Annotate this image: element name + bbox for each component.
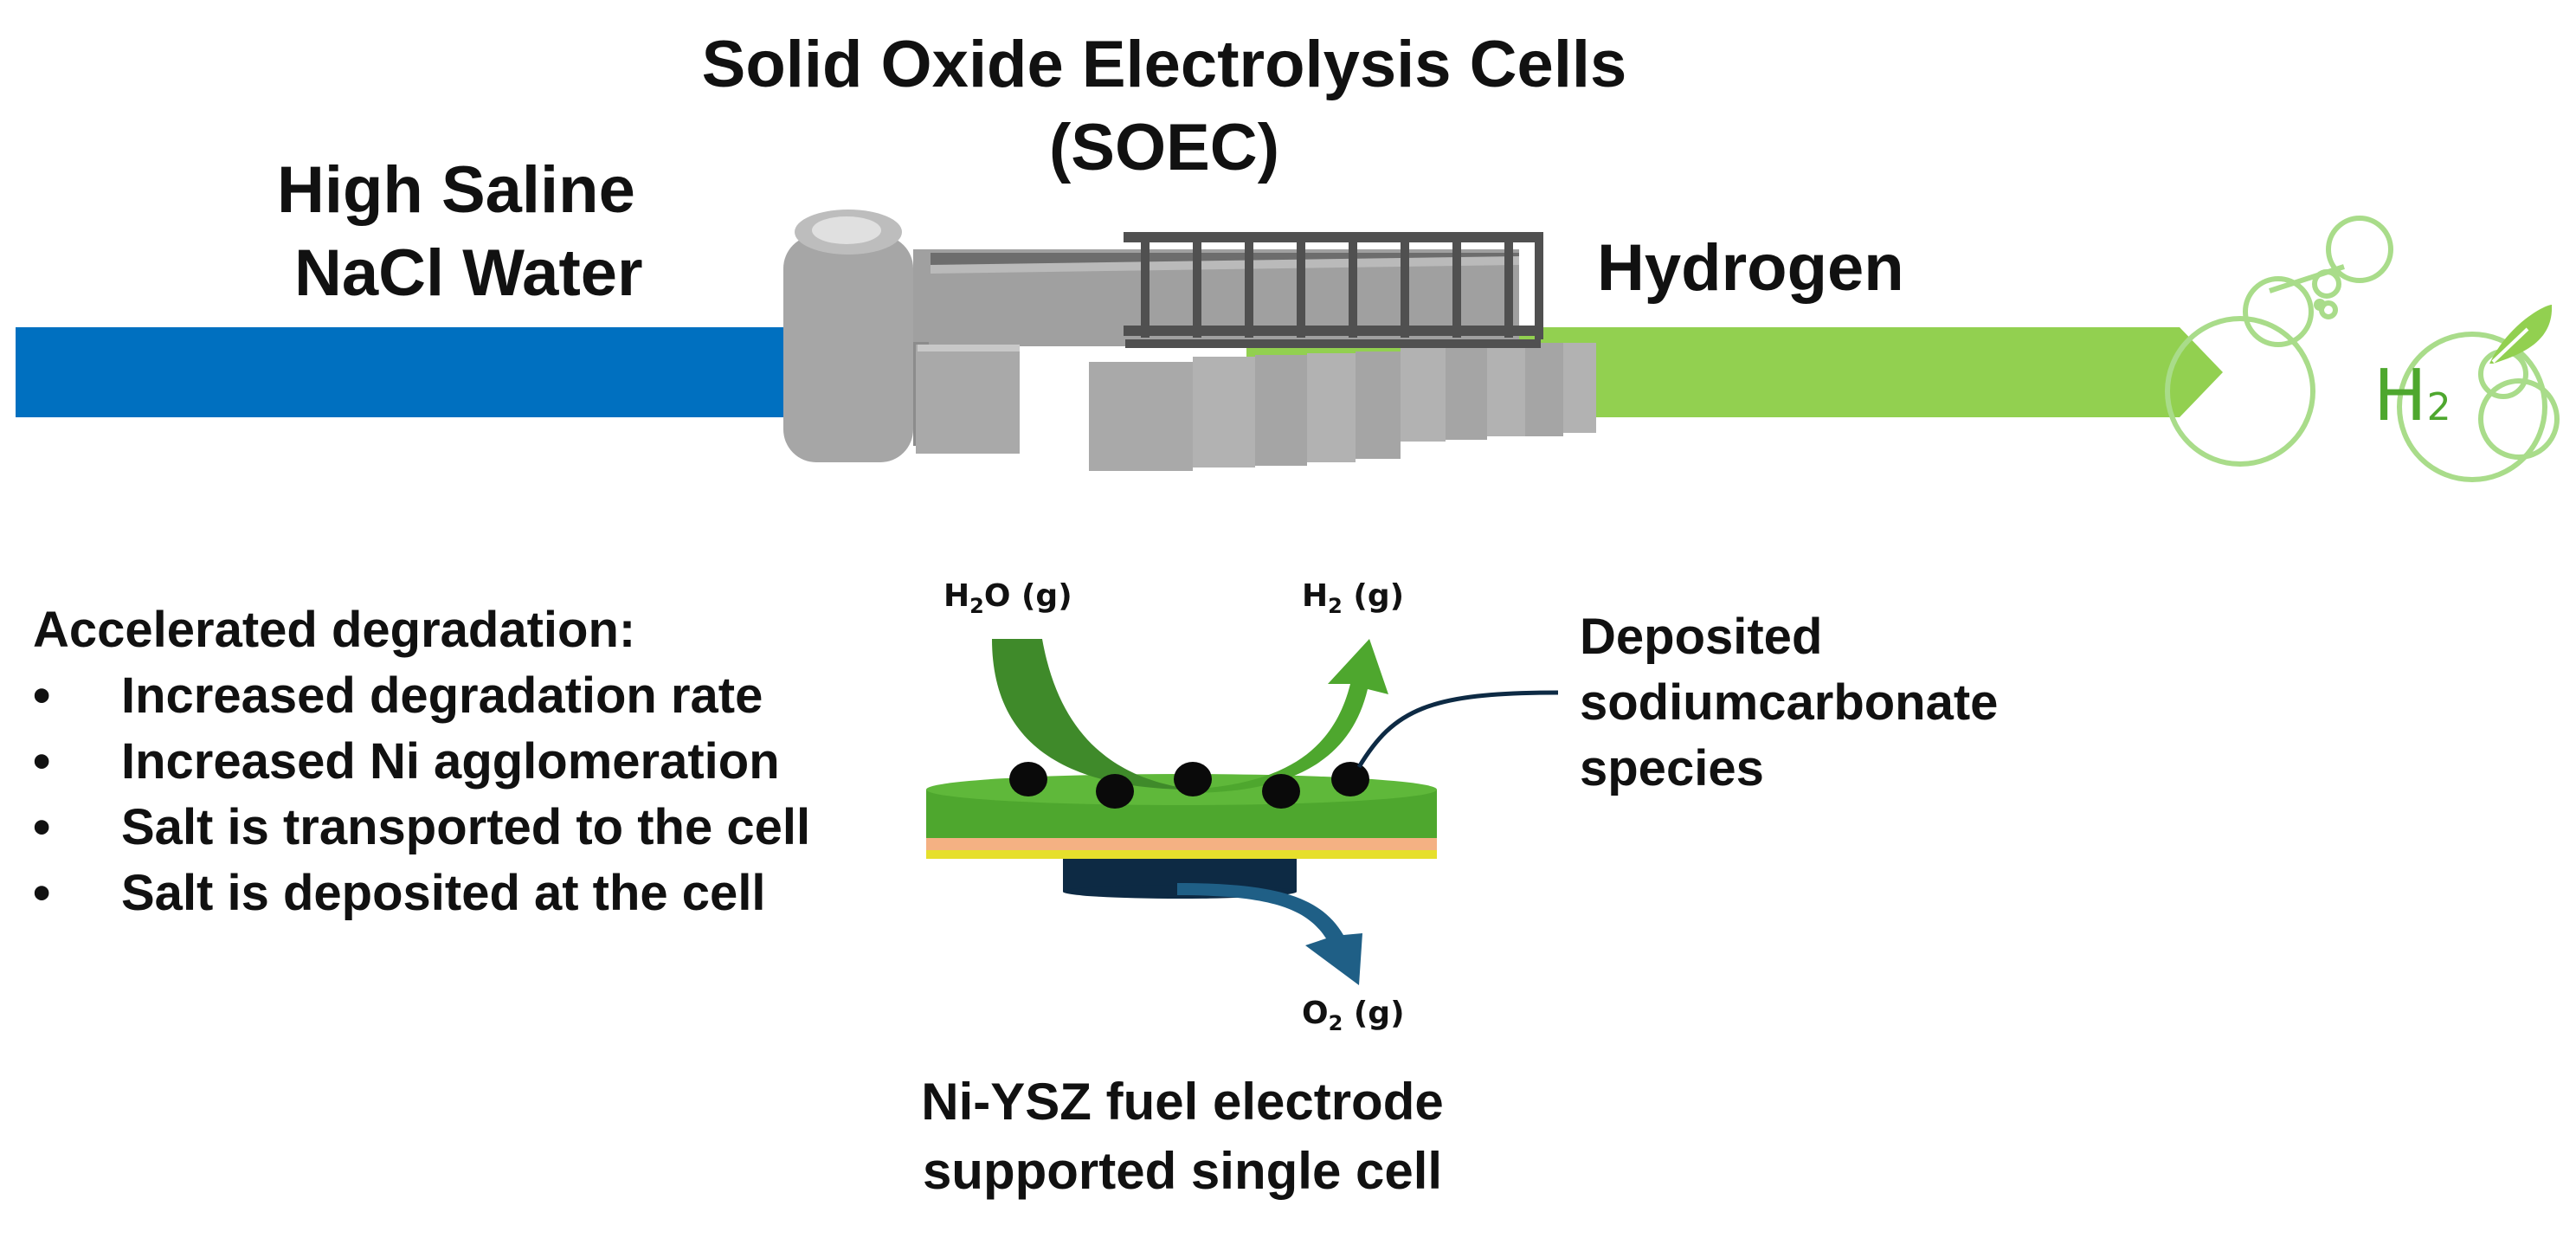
main-title-abbreviation: (SOEC) (1049, 111, 1279, 184)
bullet-marker: • (33, 799, 51, 855)
degradation-item: Increased Ni agglomeration (121, 733, 780, 790)
degradation-item: Salt is deposited at the cell (121, 865, 766, 921)
main-title: Solid Oxide Electrolysis Cells (701, 28, 1627, 101)
barrier-layer (926, 848, 1437, 859)
cell-caption-line1: Ni-YSZ fuel electrode (921, 1073, 1444, 1131)
degradation-item: Increased degradation rate (121, 667, 763, 724)
cell-caption-line2: supported single cell (922, 1142, 1443, 1200)
degradation-item: Salt is transported to the cell (121, 799, 811, 855)
bullet-marker: • (33, 667, 51, 724)
saline-water-stream (16, 327, 881, 417)
o2-outflow-arrow (1177, 883, 1362, 985)
inlet-label-line2: NaCl Water (294, 236, 643, 310)
outlet-label: Hydrogen (1597, 231, 1904, 305)
h2-icon-text: H2 (2373, 355, 2451, 437)
inlet-label-line1: High Saline (277, 153, 635, 227)
o2-gas-label: O2 (g) (1302, 996, 1405, 1036)
bullet-marker: • (33, 733, 51, 790)
h2-molecule-icon (2165, 216, 2560, 482)
air-electrode-layer (1063, 859, 1297, 892)
degradation-heading: Accelerated degradation: (33, 602, 636, 658)
deposit-label-line1: Deposited (1580, 609, 1823, 665)
deposit-leader-line (1356, 690, 1559, 769)
h2o-gas-label: H2O (g) (943, 578, 1072, 619)
single-cell (926, 774, 1437, 899)
soec-plant-illustration (783, 210, 1596, 471)
h2-gas-label: H2 (g) (1302, 578, 1405, 619)
h2o-inflow-arrow (992, 639, 1195, 790)
h2-outflow-arrow (1188, 639, 1388, 793)
deposit-label-line2: sodiumcarbonate (1580, 674, 1999, 731)
electrolyte-layer (926, 838, 1437, 850)
bullet-marker: • (33, 865, 51, 921)
deposit-label-line3: species (1580, 740, 1764, 796)
deposit-particles (1009, 762, 1369, 809)
